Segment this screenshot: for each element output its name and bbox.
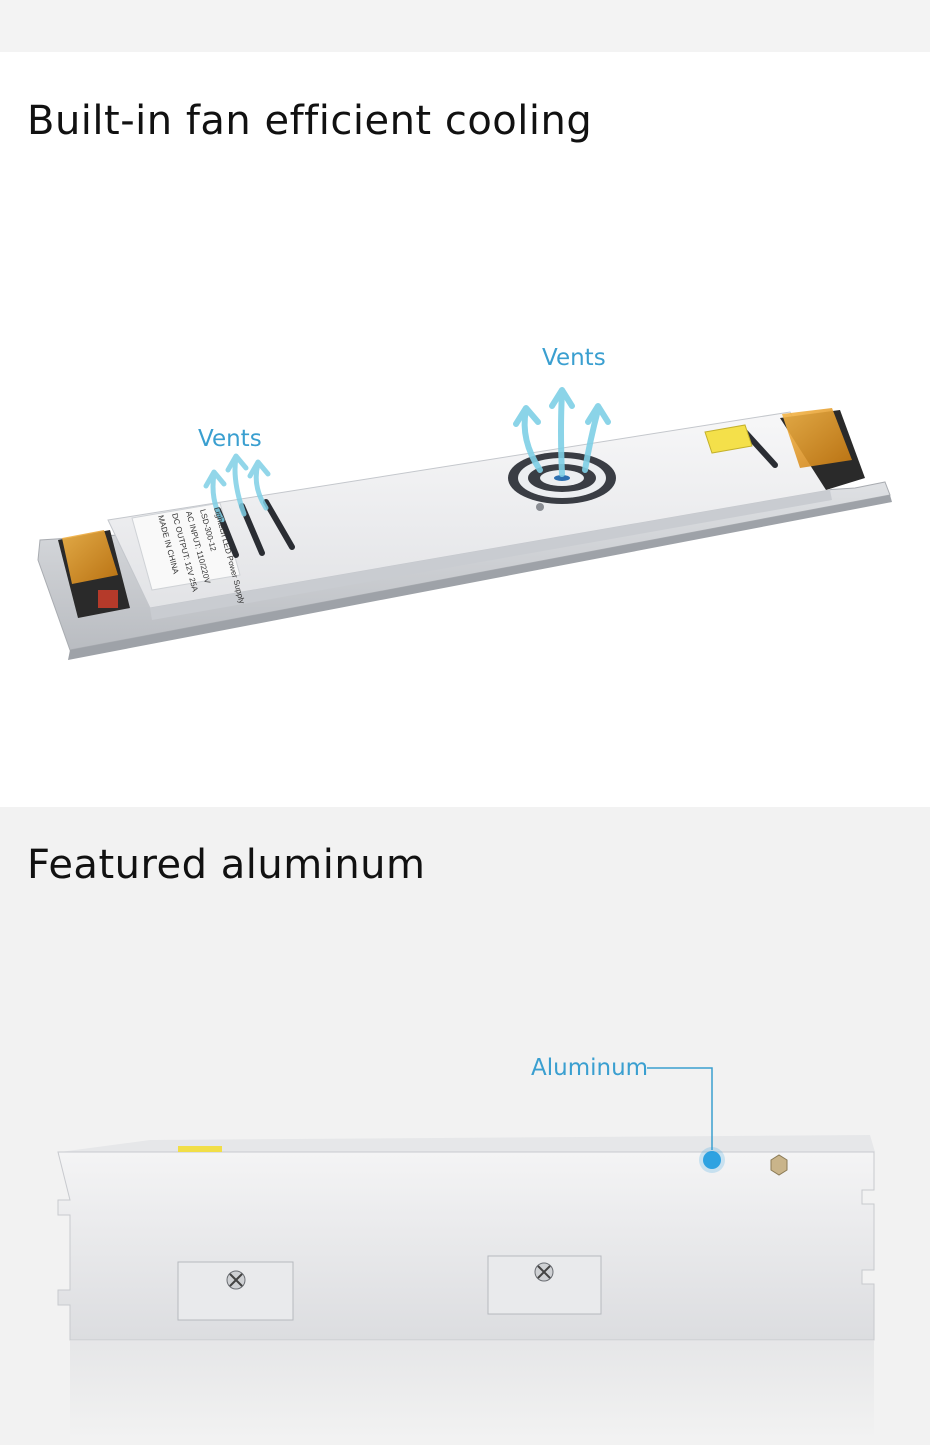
vents-callout-right: Vents: [542, 345, 606, 371]
top-band: [0, 0, 930, 52]
aluminum-section-title: Featured aluminum: [27, 842, 426, 888]
fan-section-title: Built-in fan efficient cooling: [27, 98, 593, 144]
airflow-arrows-left: [203, 453, 271, 523]
airflow-arrows-fan: [513, 387, 611, 477]
product-label: [131, 502, 241, 591]
vents-callout-left: Vents: [198, 426, 262, 452]
aluminum-callout: Aluminum: [531, 1055, 649, 1081]
left-terminal-block: [58, 530, 130, 618]
right-vent: [742, 429, 778, 468]
aluminum-section: [0, 807, 930, 1445]
right-terminal-block: [780, 408, 865, 490]
